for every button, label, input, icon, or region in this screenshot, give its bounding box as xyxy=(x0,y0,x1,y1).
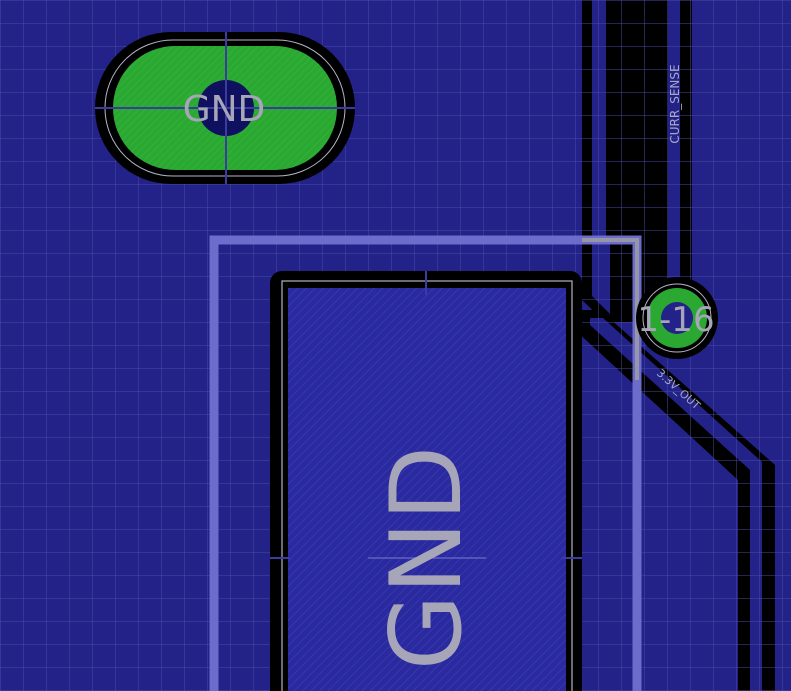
via-1-16[interactable]: 1-16 xyxy=(636,277,718,359)
top-gnd-pad[interactable]: GND xyxy=(95,32,355,184)
silkscreen-corner xyxy=(582,238,639,380)
curr-sense-net-label: CURR_SENSE xyxy=(668,64,682,143)
large-pad-label: GND xyxy=(370,446,484,671)
component-outline xyxy=(209,235,642,691)
via-label: 1-16 xyxy=(637,300,714,340)
large-gnd-pad[interactable]: GND xyxy=(270,271,582,691)
top-pad-label: GND xyxy=(183,89,266,130)
